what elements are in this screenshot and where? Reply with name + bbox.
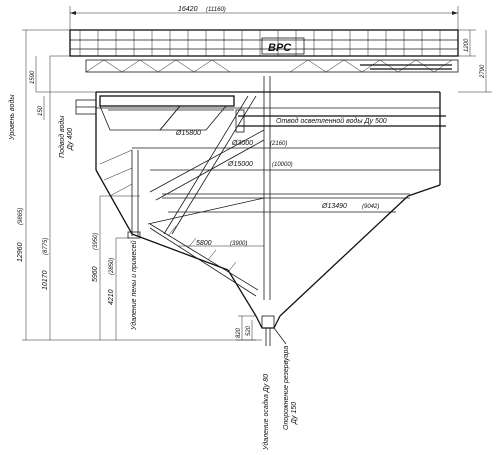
- label-inlet-line2: Ду 400: [67, 128, 74, 151]
- dim-4210: 4210: [108, 289, 115, 305]
- bridge-truss: ВРС: [69, 29, 459, 73]
- label-drain-line1: Опорожнение резервуара: [283, 346, 290, 430]
- label-water-level: Уровень воды: [8, 94, 16, 141]
- side-labels: Уровень воды Подвод воды Ду 400 Удаление…: [8, 94, 138, 331]
- dim-10170: 10170: [42, 270, 49, 290]
- dim-d9042: (9042): [362, 204, 379, 210]
- bottom-annotations: 820 520 Удаление осадка Ду 80 Опорожнени…: [236, 315, 298, 451]
- label-clarified-outlet: Отвод осветленной воды Ду 500: [276, 117, 387, 125]
- dim-1200: 1200: [464, 38, 470, 52]
- dim-d13490: Ø13490: [321, 203, 347, 210]
- label-inlet-line1: Подвод воды: [58, 115, 66, 158]
- dim-overall-width-alt: (11160): [206, 7, 226, 13]
- tank-body: [75, 76, 446, 329]
- dim-d10000: (10000): [272, 162, 293, 168]
- dim-12960: 12960: [17, 242, 24, 262]
- left-dimensions: 12960 (9865) 10170 (8775) 1590 150 5960 …: [17, 29, 262, 341]
- dim-8775: (8775): [43, 238, 49, 255]
- dim-520: 520: [246, 325, 252, 336]
- dim-9865: (9865): [18, 208, 24, 225]
- dim-150: 150: [38, 105, 44, 116]
- dim-3900: (3900): [230, 241, 247, 247]
- label-sludge-line1: Удаление осадка Ду 80: [262, 374, 270, 451]
- dim-820: 820: [236, 327, 242, 338]
- dim-2790: 2790: [480, 64, 486, 79]
- dim-d3000: Ø3000: [231, 140, 253, 147]
- dim-5960: 5960: [92, 266, 99, 282]
- dim-1590: 1590: [30, 70, 36, 84]
- manufacturer-logo: ВРС: [268, 42, 292, 54]
- dim-overall-width: 16420: [178, 6, 198, 13]
- dim-3950: (3950): [93, 233, 99, 250]
- label-drain-line2: Ду 150: [291, 402, 298, 425]
- dim-5800: 5800: [196, 240, 212, 247]
- dim-d15800: Ø15800: [175, 130, 201, 137]
- dim-2850: (2850): [109, 258, 115, 275]
- dim-d15000: Ø15000: [227, 161, 253, 168]
- diameter-annotations: Ø15800 Ø3000 (2160) Ø15000 (10000) Ø1349…: [175, 117, 387, 247]
- top-dimension: 16420 (11160): [69, 6, 459, 30]
- right-dimensions: 1200 2790: [458, 29, 492, 93]
- dim-d2160: (2160): [270, 141, 287, 147]
- label-foam-removal: Удаление пены и примесей: [130, 240, 138, 331]
